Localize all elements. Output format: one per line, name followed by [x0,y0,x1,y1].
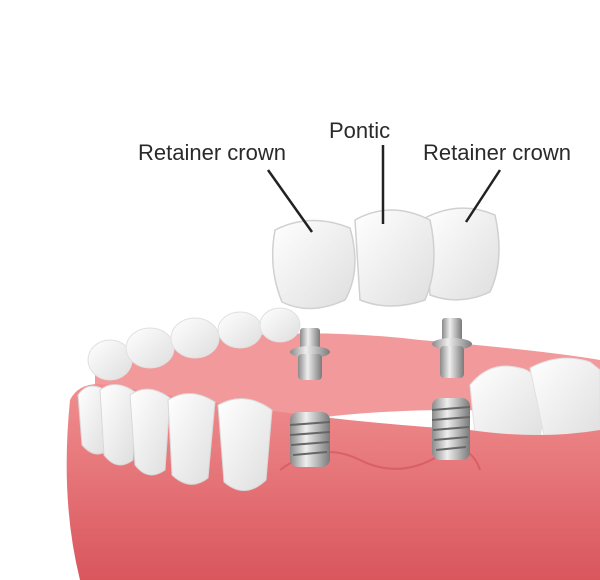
back-teeth-right [469,357,600,445]
label-right-retainer-crown: Retainer crown [423,140,571,165]
bridge [271,207,500,310]
label-left-retainer-crown: Retainer crown [138,140,286,165]
leader-lines [266,145,502,233]
label-pontic: Pontic [329,118,391,143]
left-implant [289,328,331,467]
front-teeth [77,384,273,491]
right-implant [431,318,472,460]
pontic-crown [354,209,435,307]
left-retainer-crown [271,219,356,310]
back-teeth-left [87,307,301,381]
right-retainer-crown [424,207,500,301]
